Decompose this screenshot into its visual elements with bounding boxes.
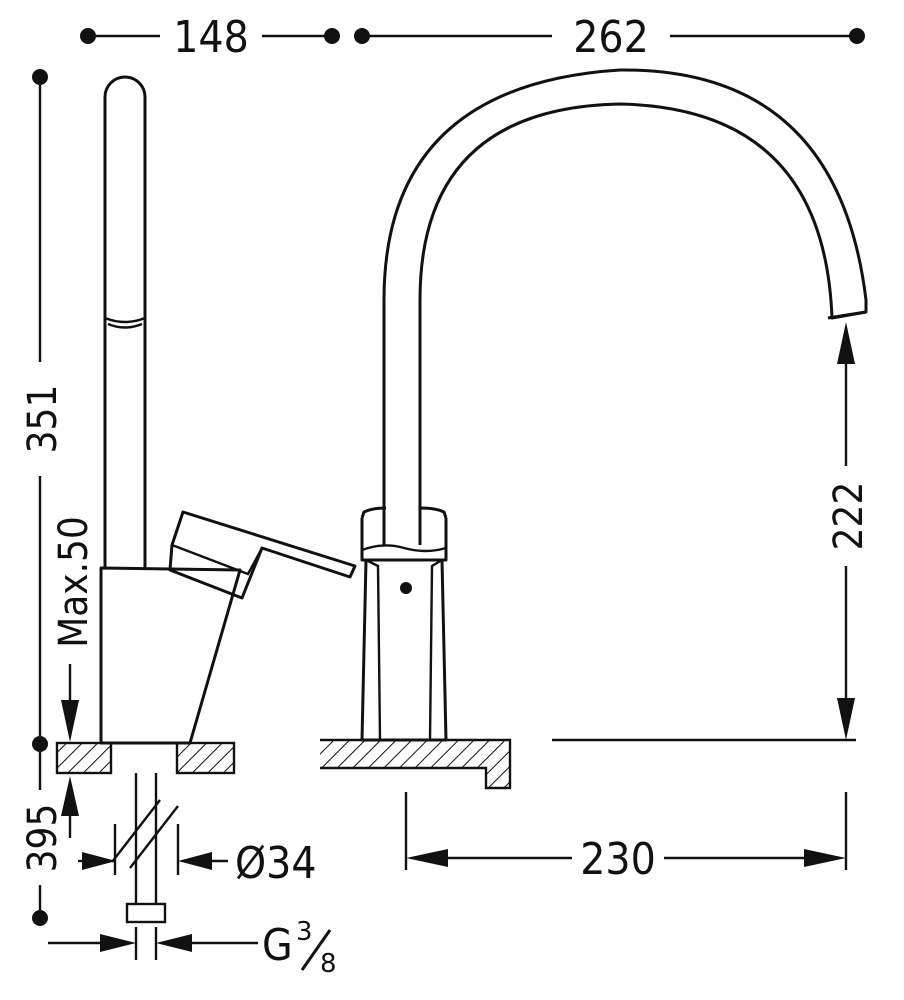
faucet-side-view: [55, 75, 357, 924]
spout-gooseneck: [382, 68, 868, 545]
counter-outline: [320, 738, 512, 790]
dimension-222: 222: [826, 322, 872, 740]
arrow-left-icon: [406, 849, 448, 867]
deck-right: [175, 741, 236, 775]
dimension-label-222: 222: [826, 482, 872, 551]
hose-connector: [125, 902, 167, 924]
counter-hatch: [320, 740, 510, 768]
dimension-dot: [32, 69, 48, 85]
faucet-body: [99, 566, 242, 745]
arrow-up-icon: [837, 322, 855, 364]
dimension-label-connection: G: [262, 920, 293, 971]
dimension-dot: [849, 28, 865, 44]
collar-top: [360, 506, 448, 519]
dimension-label-diameter: Ø34: [235, 838, 317, 889]
arrow-up-icon: [61, 776, 79, 816]
body-facet: [365, 558, 382, 741]
break-mark: [111, 799, 161, 863]
spout-nozzle: [827, 310, 867, 320]
faucet-front-view: [320, 68, 868, 790]
deck-left: [55, 741, 113, 775]
dimension-dot: [354, 28, 370, 44]
tube-joint: [104, 316, 146, 324]
dimension-dot: [80, 28, 96, 44]
dimension-diameter: Ø34: [78, 824, 317, 889]
dimension-dot: [32, 736, 48, 752]
fraction-numerator: 3: [296, 917, 313, 947]
dimension-262: 262: [354, 12, 865, 63]
dimension-label-395: 395: [20, 804, 66, 873]
lever-detail: [171, 543, 264, 576]
dimension-dot: [32, 910, 48, 926]
dimension-351: 351: [20, 69, 66, 752]
dimension-connection: G 3 8: [48, 917, 337, 979]
arrow-down-icon: [837, 698, 855, 740]
break-mark: [129, 805, 179, 869]
arrow-down-icon: [61, 700, 79, 742]
arrow-left-icon: [156, 934, 192, 952]
dimension-label-148: 148: [173, 12, 249, 63]
arrow-right-icon: [804, 849, 846, 867]
dimension-dot: [324, 28, 340, 44]
collar-detail: [361, 544, 447, 553]
arrow-left-icon: [178, 852, 212, 870]
faucet-tube: [103, 75, 147, 568]
fraction-slash: [300, 929, 332, 971]
dimension-max-deck: Max.50: [51, 516, 97, 838]
dimension-395: 395: [20, 752, 66, 926]
lever-handle[interactable]: [168, 510, 357, 600]
collar: [360, 518, 448, 562]
dimension-230: 230: [404, 792, 848, 885]
dimension-label-230: 230: [580, 834, 656, 885]
arrow-right-icon: [82, 852, 116, 870]
dimension-label-262: 262: [573, 12, 649, 63]
body-facet: [428, 558, 443, 741]
dimension-label-351: 351: [20, 385, 66, 454]
dimension-label-max-deck: Max.50: [51, 516, 97, 648]
fraction-denominator: 8: [320, 949, 337, 979]
arrow-right-icon: [100, 934, 136, 952]
set-screw-icon: [400, 582, 412, 594]
dimension-148: 148: [80, 12, 340, 63]
